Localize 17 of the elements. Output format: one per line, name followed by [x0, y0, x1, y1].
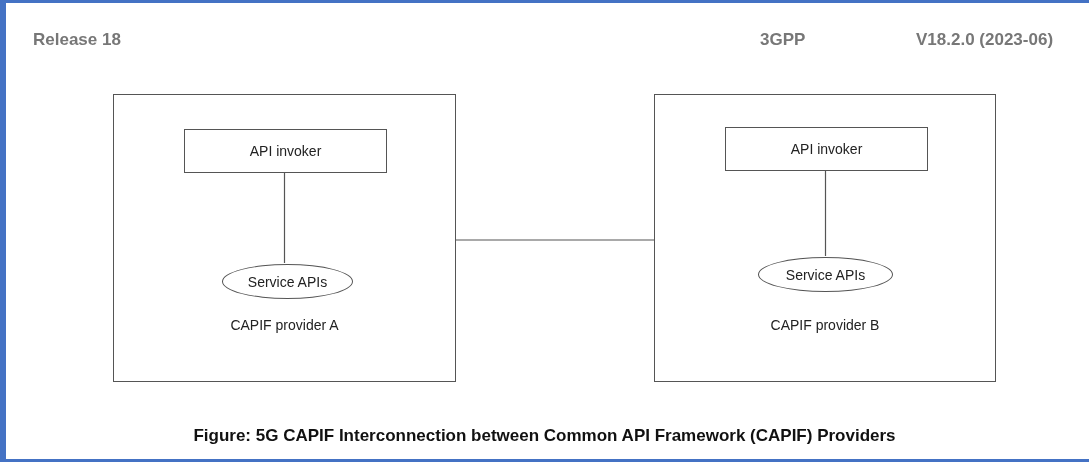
- header-text: 3GPP: [760, 30, 806, 50]
- provider-label: CAPIF provider A: [229, 317, 340, 333]
- node-label: Service APIs: [246, 273, 329, 290]
- connector-line: [824, 169, 827, 257]
- node-label: API invoker: [248, 143, 323, 159]
- figure-caption: Figure: 5G CAPIF Interconnection between Common API Framework (CAPIF) Providers: [192, 426, 897, 446]
- provider-box: [654, 94, 996, 382]
- node-label: API invoker: [789, 141, 864, 157]
- component-box: [184, 129, 387, 173]
- provider-label: CAPIF provider B: [769, 317, 881, 333]
- header-text: V18.2.0 (2023-06): [916, 30, 1054, 50]
- node-label: Service APIs: [784, 266, 867, 283]
- header-text: Release 18: [33, 30, 121, 50]
- connector-line: [283, 171, 286, 264]
- provider-box: [113, 94, 456, 382]
- connector-line: [455, 239, 655, 241]
- component-box: [725, 127, 928, 171]
